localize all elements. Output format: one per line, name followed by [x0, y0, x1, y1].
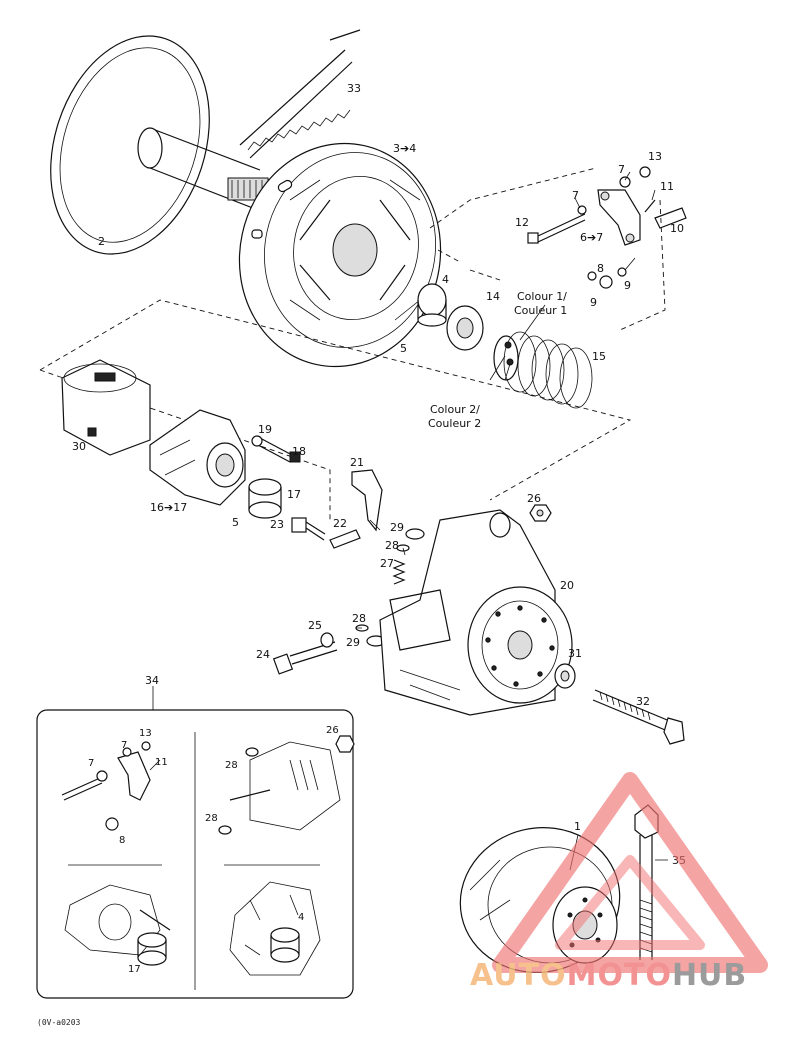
- label-26: 26: [527, 492, 541, 505]
- inset-label-7b: 7: [88, 758, 94, 769]
- watermark-auto: AUTO: [470, 958, 567, 993]
- label-17: 17: [287, 488, 301, 501]
- pin-part-22: [329, 529, 361, 549]
- label-5b: 5: [232, 516, 239, 529]
- label-9a: 9: [624, 279, 631, 292]
- washer-part-31: [554, 663, 576, 689]
- label-25: 25: [308, 619, 322, 632]
- inset-label-8: 8: [119, 835, 125, 846]
- label-12: 12: [515, 216, 529, 229]
- drive-belt-part-33: [239, 29, 361, 159]
- inset-sheave-detail: [229, 881, 321, 976]
- watermark-moto: MOTO: [567, 958, 672, 993]
- label-20: 20: [560, 579, 574, 592]
- washer-part-14: [446, 305, 484, 351]
- label-22: 22: [333, 517, 347, 530]
- bolt-part-32: [592, 689, 685, 745]
- label-28a: 28: [385, 539, 399, 552]
- governor-part-20: [379, 509, 573, 716]
- label-31: 31: [568, 647, 582, 660]
- bolt-part-12: [527, 213, 586, 244]
- washer-part-19: [251, 435, 263, 447]
- label-29a: 29: [390, 521, 404, 534]
- label-18: 18: [292, 445, 306, 458]
- watermark-hub: HUB: [672, 958, 747, 993]
- fixed-sheave-part-2: [50, 35, 269, 255]
- label-13: 13: [648, 150, 662, 163]
- label-colour2-line2: Couleur 2: [428, 417, 481, 430]
- label-colour1-line1: Colour 1/: [517, 290, 567, 303]
- inset-label-4: 4: [298, 912, 304, 923]
- inset-lever-detail: [61, 741, 161, 831]
- label-9b: 9: [590, 296, 597, 309]
- inset-label-13: 13: [139, 728, 152, 739]
- inset-label-28a: 28: [225, 760, 238, 771]
- spring-part-15: [493, 331, 593, 409]
- bushing-part-17: [248, 478, 282, 519]
- inset-label-26: 26: [326, 725, 339, 736]
- label-8: 8: [597, 262, 604, 275]
- label-5a: 5: [400, 342, 407, 355]
- label-23: 23: [270, 518, 284, 531]
- watermark-text: AUTOMOTOHUB: [470, 958, 747, 993]
- label-11: 11: [660, 180, 674, 193]
- sliding-sheave-part-3: [238, 142, 442, 368]
- label-21: 21: [350, 456, 364, 469]
- label-7a: 7: [618, 163, 625, 176]
- spring-part-27: [392, 559, 406, 585]
- label-10: 10: [670, 222, 684, 235]
- inset-label-17: 17: [128, 964, 141, 975]
- inset-box-part-34: [36, 686, 355, 999]
- inset-label-7a: 7: [121, 740, 127, 751]
- label-7b: 7: [572, 189, 579, 202]
- bushing-part-4: [417, 283, 447, 327]
- inset-label-11: 11: [155, 757, 168, 768]
- inset-cup-detail: [64, 884, 171, 966]
- label-14: 14: [486, 290, 500, 303]
- group-outline-upper: [429, 167, 666, 331]
- pin-part-10: [654, 207, 687, 229]
- ramp-weight-part-21: [351, 469, 383, 532]
- label-24: 24: [256, 648, 270, 661]
- inset-governor-detail: [218, 735, 355, 835]
- label-32: 32: [636, 695, 650, 708]
- label-colour1-line2: Couleur 1: [514, 304, 567, 317]
- nut-part-26: [529, 504, 552, 522]
- washer-part-25: [320, 632, 334, 648]
- cover-part-30: [61, 359, 151, 456]
- screw-part-23: [291, 517, 326, 541]
- label-3-4: 3➔4: [393, 142, 416, 155]
- label-27: 27: [380, 557, 394, 570]
- label-15: 15: [592, 350, 606, 363]
- label-4: 4: [442, 273, 449, 286]
- screw-part-18: [257, 437, 301, 463]
- label-2: 2: [98, 235, 105, 248]
- inset-label-28b: 28: [205, 813, 218, 824]
- label-30: 30: [72, 440, 86, 453]
- governor-holes: [485, 605, 555, 687]
- lever-assembly-part-6: [597, 189, 641, 246]
- label-33: 33: [347, 82, 361, 95]
- label-28b: 28: [352, 612, 366, 625]
- figure-reference: (0V-a0203: [37, 1018, 81, 1027]
- watermark-triangle-logo: [492, 772, 768, 973]
- roller-part-29: [366, 528, 425, 647]
- inset-labels: 13 7 7 11 8 26 28 28 17 4: [88, 725, 339, 975]
- label-1: 1: [574, 820, 581, 833]
- label-6-7: 6➔7: [580, 231, 603, 244]
- label-19: 19: [258, 423, 272, 436]
- label-34: 34: [145, 674, 159, 687]
- label-16-17: 16➔17: [150, 501, 187, 514]
- label-29b: 29: [346, 636, 360, 649]
- watermark: AUTOMOTOHUB: [470, 772, 768, 993]
- label-colour2-line1: Colour 2/: [430, 403, 480, 416]
- small-parts-7-8-9-11-13: [577, 166, 656, 289]
- governor-cup-part-16: [149, 409, 246, 506]
